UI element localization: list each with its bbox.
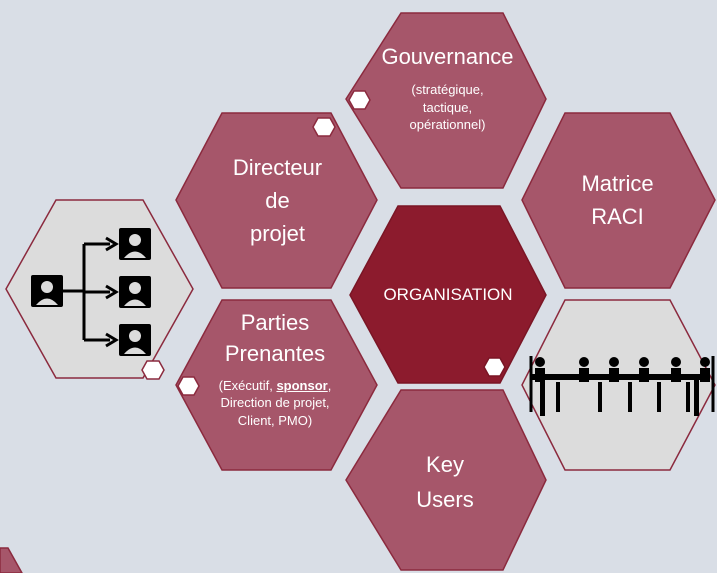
parties-title-2: Prenantes — [224, 341, 326, 367]
matrice-line-1: Matrice — [581, 171, 654, 196]
org-chart-icon — [31, 228, 151, 356]
notch-center — [483, 357, 506, 377]
parties-detail-suffix: , — [327, 377, 332, 393]
hex-center-organisation — [349, 205, 547, 384]
gouvernance-detail-2: tactique, — [422, 99, 473, 115]
hex-key-users — [345, 389, 547, 571]
hex-meeting — [521, 299, 716, 471]
key-users-line-2: Users — [416, 487, 474, 512]
matrice-text: Matrice RACI — [545, 150, 690, 250]
parties-detail-prefix: (Exécutif, — [218, 377, 277, 393]
parties-detail-2: Direction de projet, — [220, 395, 330, 411]
gouvernance-text: Gouvernance (stratégique, tactique, opér… — [360, 44, 535, 174]
notch-directeur — [312, 117, 336, 137]
parties-title-1: Parties — [240, 310, 310, 335]
matrice-line-2: RACI — [591, 204, 644, 229]
hex-directeur — [175, 112, 378, 289]
notch-gouvernance — [348, 90, 371, 110]
directeur-line-3: projet — [249, 220, 306, 246]
center-text: ORGANISATION — [350, 278, 546, 312]
meeting-table-icon — [529, 356, 715, 416]
hex-matrice — [521, 112, 716, 289]
parties-detail-3: Client, PMO) — [237, 412, 313, 428]
directeur-line-1: Directeur — [232, 154, 323, 180]
center-label: ORGANISATION — [383, 285, 513, 305]
directeur-line-2: de — [265, 187, 290, 213]
parties-detail-1: (Exécutif, sponsor, — [219, 377, 332, 395]
parties-text: Parties Prenantes (Exécutif, sponsor, Di… — [195, 310, 355, 470]
notch-parties — [177, 376, 200, 396]
notch-org-chart — [141, 360, 165, 380]
gouvernance-title: Gouvernance — [381, 44, 514, 69]
gouvernance-detail-3: opérationnel) — [409, 117, 486, 133]
parties-detail-emphasis: sponsor — [276, 377, 328, 393]
hex-partial-bottom-left — [0, 547, 23, 573]
key-users-text: Key Users — [370, 432, 520, 532]
directeur-text: Directeur de projet — [205, 135, 350, 265]
key-users-line-1: Key — [426, 451, 464, 477]
hex-parties-prenantes — [175, 299, 378, 471]
gouvernance-detail-1: (stratégique, — [411, 82, 484, 98]
hex-gouvernance — [345, 12, 547, 189]
